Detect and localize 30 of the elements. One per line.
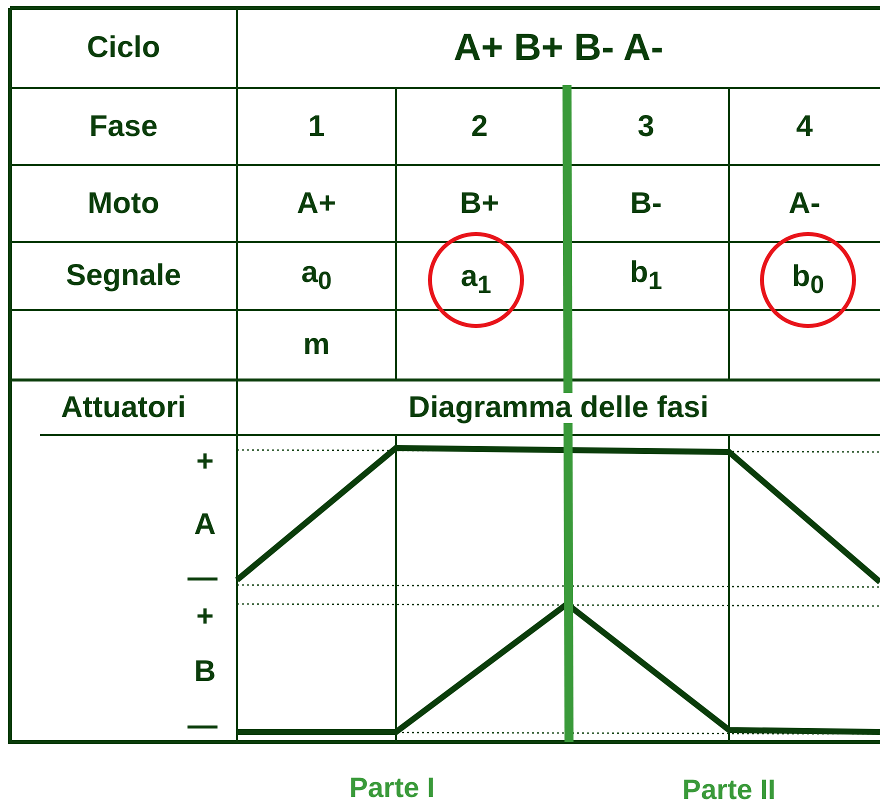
column-heading: Attuatori <box>61 393 186 423</box>
phase-number: 2 <box>471 112 488 142</box>
motion-label: B+ <box>460 188 500 218</box>
signal-label: a$_{0}$ <box>301 258 332 294</box>
axis-label: A <box>194 510 216 540</box>
phase-number: 4 <box>796 112 813 142</box>
axis-label: — <box>188 711 218 741</box>
column-heading: Diagramma delle fasi <box>408 393 709 423</box>
motion-label: A- <box>788 188 820 218</box>
signal-label: m <box>303 330 330 360</box>
highlight-circle <box>428 232 524 328</box>
part-label: Parte I <box>349 774 435 802</box>
highlight-circle <box>760 232 856 328</box>
axis-label: + <box>196 447 214 477</box>
phase-number: 1 <box>308 112 325 142</box>
phase-number: 3 <box>638 112 654 142</box>
axis-label: + <box>196 602 214 632</box>
axis-label: — <box>188 563 218 593</box>
row-label: Moto <box>88 188 160 218</box>
row-label: Fase <box>89 112 158 142</box>
motion-label: B- <box>630 188 662 218</box>
row-label: Ciclo <box>86 33 160 63</box>
axis-label: B <box>194 657 216 687</box>
part-label: Parte II <box>682 776 776 802</box>
signal-label: b$_{0}$ <box>792 262 824 298</box>
motion-label: A+ <box>296 188 336 218</box>
signal-label: a$_{1}$ <box>460 262 492 298</box>
row-label: Segnale <box>66 261 182 291</box>
signal-label: b$_{1}$ <box>630 258 662 294</box>
cycle-sequence: A+ B+ B- A- <box>454 29 664 67</box>
